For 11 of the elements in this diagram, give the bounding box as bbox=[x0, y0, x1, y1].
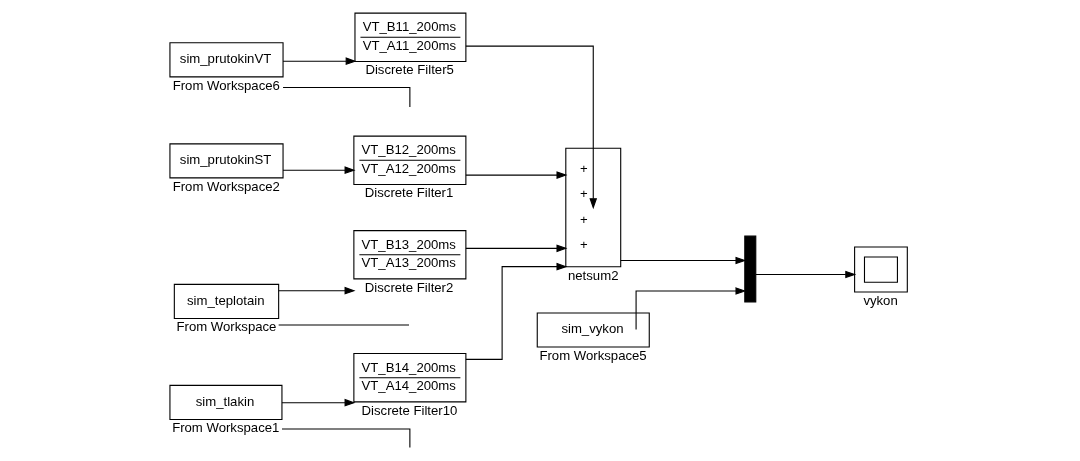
node-label: Discrete Filter10 bbox=[361, 402, 458, 418]
node-label: Discrete Filter2 bbox=[364, 279, 454, 295]
node-label: From Workspace bbox=[176, 319, 277, 335]
node-label: netsum2 bbox=[568, 267, 619, 283]
node-label: From Workspace6 bbox=[172, 77, 280, 93]
node-label: From Workspace1 bbox=[172, 420, 280, 436]
node-label: Discrete Filter1 bbox=[364, 185, 454, 201]
node-label: Discrete Filter5 bbox=[365, 62, 454, 78]
node-label: vykon bbox=[863, 292, 898, 308]
node-label: From Workspace2 bbox=[172, 178, 280, 194]
node-label: From Workspace5 bbox=[539, 347, 647, 363]
